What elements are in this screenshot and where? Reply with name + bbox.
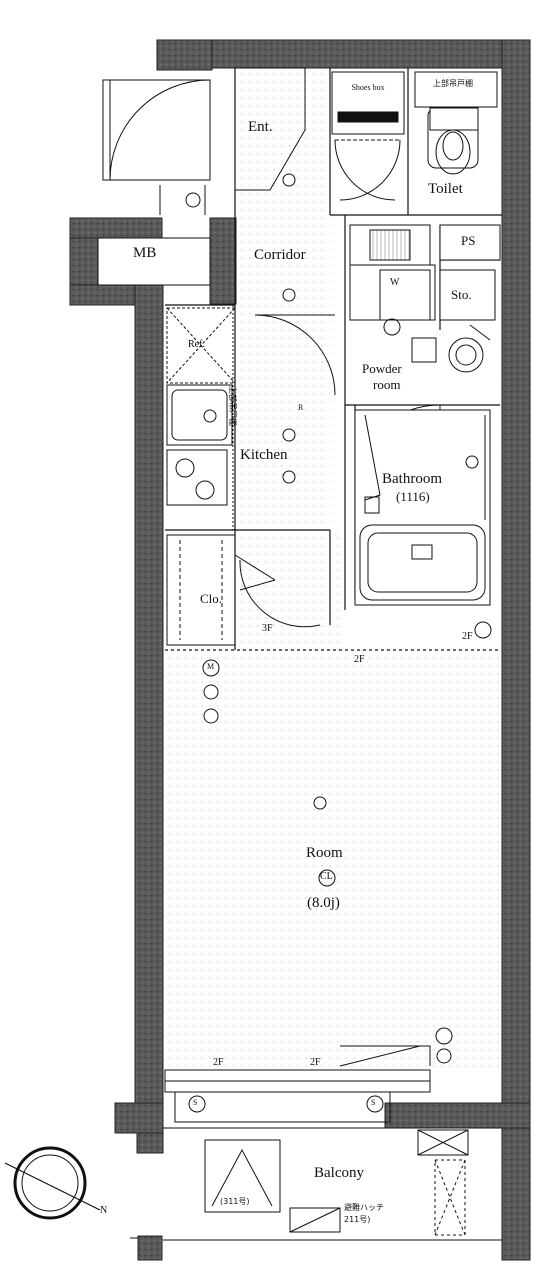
exterior-walls	[69, 39, 531, 1261]
floor-3f-note: 3F	[262, 623, 273, 634]
room-size-label: (8.0j)	[307, 895, 340, 911]
entrance-area	[102, 67, 306, 215]
room-label: Room	[306, 845, 343, 861]
kitchen-label: Kitchen	[240, 447, 288, 463]
balcony-area	[130, 1127, 502, 1241]
shelf-top-note: 上部吊戸棚	[433, 79, 473, 88]
floor-2f-right-note: 2F	[310, 1057, 321, 1068]
meter-mark: M	[207, 662, 215, 671]
shelf-side-note: 上部吊戸棚	[228, 386, 237, 426]
ps-storage	[379, 224, 501, 321]
compass-icon	[4, 1146, 101, 1220]
entrance-label: Ent.	[248, 119, 273, 135]
floor-2f-left-note: 2F	[213, 1057, 224, 1068]
washer-label: W	[390, 277, 400, 288]
storage-label: Sto.	[451, 287, 472, 302]
ladder-note: (311号)	[220, 1197, 250, 1206]
bathroom-fixtures	[354, 409, 491, 606]
floor-2f-bath-note: 2F	[462, 631, 473, 642]
room-outlets	[202, 173, 492, 1064]
kitchen-fixtures	[166, 305, 236, 530]
ps-label: PS	[461, 233, 476, 248]
sash-mark-right: S	[371, 1098, 376, 1107]
bath-size-label: (1116)	[396, 489, 430, 504]
floor-texture	[165, 70, 500, 1070]
shoes-box-label: Shoes box	[351, 83, 385, 92]
floor-2f-note: 2F	[354, 654, 365, 665]
sash-mark-left: S	[193, 1098, 198, 1107]
shoes-box	[331, 71, 405, 201]
refrigerator-label: Ref.	[188, 339, 205, 350]
corridor-label: Corridor	[254, 247, 306, 263]
powder-room-label-line2: room	[373, 377, 401, 392]
hatch-note-line1: 避難ハッチ	[344, 1203, 384, 1212]
powder-room-label-line1: Powder	[362, 361, 402, 376]
mb-label: MB	[133, 245, 157, 261]
mb-box	[97, 237, 211, 286]
balcony-label: Balcony	[314, 1165, 364, 1181]
toilet-fixture	[414, 71, 498, 175]
closet-fixtures	[166, 534, 321, 646]
compass-north-label: N	[100, 1205, 108, 1216]
bathroom-label: Bathroom	[382, 471, 442, 487]
hatch-note-line2: 211号)	[344, 1215, 371, 1224]
toilet-label: Toilet	[428, 181, 463, 197]
powder-room-fixtures	[349, 224, 491, 373]
ceiling-light-label: CL	[320, 871, 333, 882]
window-sash	[164, 1045, 431, 1123]
range-hood-mark: R	[298, 403, 304, 412]
closet-label: Clo.	[200, 591, 223, 606]
